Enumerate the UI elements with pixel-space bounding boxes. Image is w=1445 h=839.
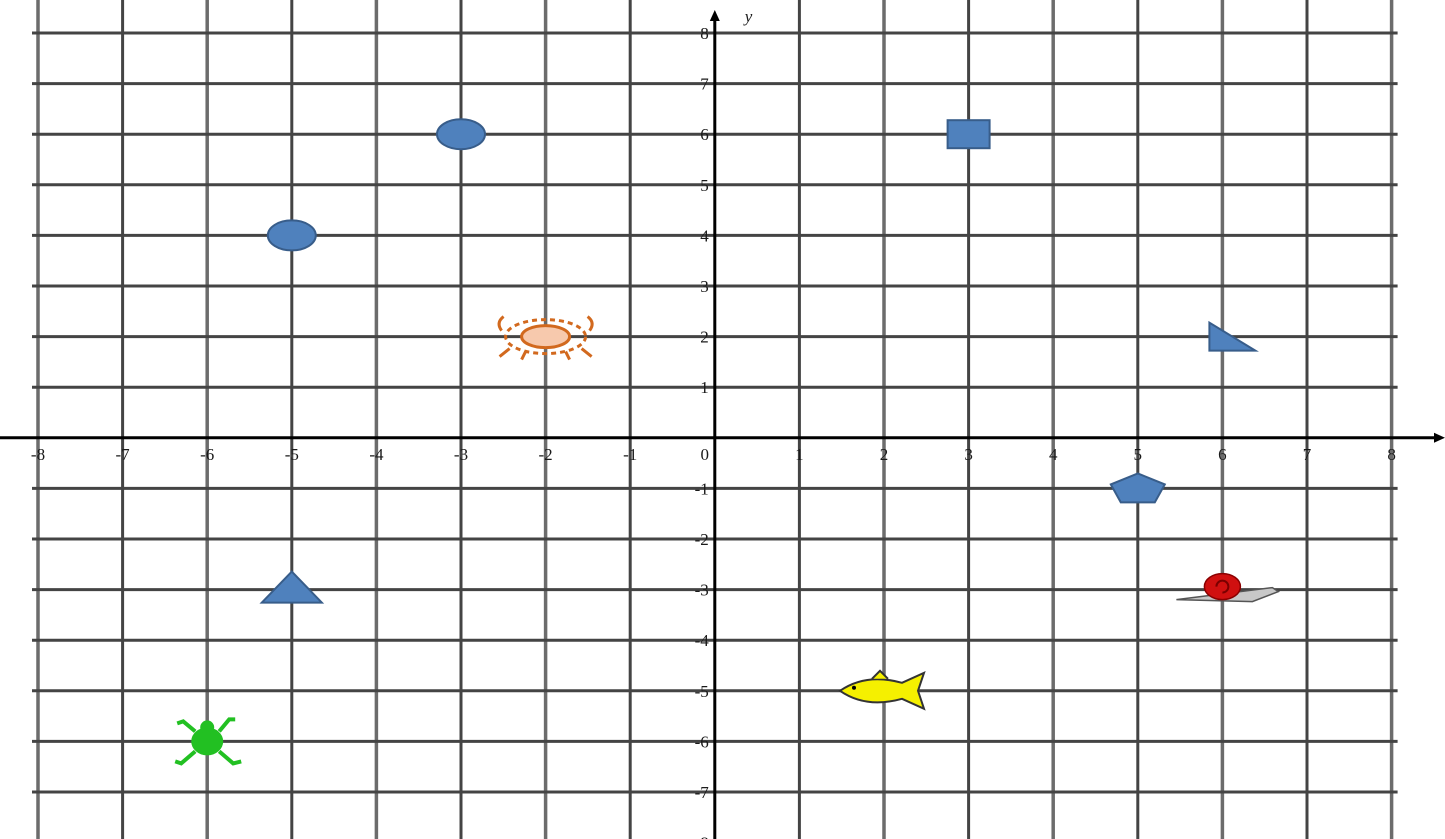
y-tick-label: -7 xyxy=(695,783,710,802)
x-tick-label: -5 xyxy=(285,445,299,464)
x-tick-label: -8 xyxy=(31,445,45,464)
y-tick-label: 4 xyxy=(700,226,709,245)
x-tick-label: 3 xyxy=(964,445,973,464)
y-tick-label: -3 xyxy=(695,581,709,600)
y-tick-label: 1 xyxy=(700,378,709,397)
triangle-icon xyxy=(262,572,322,603)
y-tick-label: -8 xyxy=(695,834,709,839)
x-tick-label: -2 xyxy=(539,445,553,464)
x-tick-label: 4 xyxy=(1049,445,1058,464)
y-axis-name: y xyxy=(743,7,753,26)
y-tick-label: 8 xyxy=(700,24,709,43)
y-tick-label: -4 xyxy=(695,631,710,650)
y-tick-label: 5 xyxy=(700,176,709,195)
x-tick-label: 1 xyxy=(795,445,804,464)
x-tick-label: 8 xyxy=(1387,445,1396,464)
snail-icon xyxy=(1176,574,1278,602)
x-tick-label: 5 xyxy=(1134,445,1143,464)
y-tick-label: 3 xyxy=(700,277,709,296)
square-icon xyxy=(948,120,990,148)
y-tick-label: -5 xyxy=(695,682,709,701)
y-tick-label: 7 xyxy=(700,75,709,94)
y-tick-label: 2 xyxy=(700,328,709,347)
x-axis-arrow-icon xyxy=(1434,433,1445,443)
x-tick-label: -6 xyxy=(200,445,214,464)
circle-icon xyxy=(437,119,485,149)
x-tick-label: 0 xyxy=(701,445,710,464)
x-tick-label: 7 xyxy=(1303,445,1312,464)
x-tick-label: 6 xyxy=(1218,445,1227,464)
x-tick-label: 2 xyxy=(880,445,889,464)
y-tick-label: 6 xyxy=(700,125,709,144)
fish-icon xyxy=(840,671,924,709)
x-tick-label: -1 xyxy=(623,445,637,464)
plotted-figures xyxy=(175,119,1278,763)
y-axis-arrow-icon xyxy=(710,10,720,21)
pentagon-icon xyxy=(1111,473,1165,502)
x-tick-label: -4 xyxy=(369,445,384,464)
x-tick-label: -7 xyxy=(116,445,131,464)
circle-icon xyxy=(268,220,316,250)
x-tick-label: -3 xyxy=(454,445,468,464)
y-tick-label: -6 xyxy=(695,732,709,751)
y-tick-label: -1 xyxy=(695,479,709,498)
y-tick-label: -2 xyxy=(695,530,709,549)
